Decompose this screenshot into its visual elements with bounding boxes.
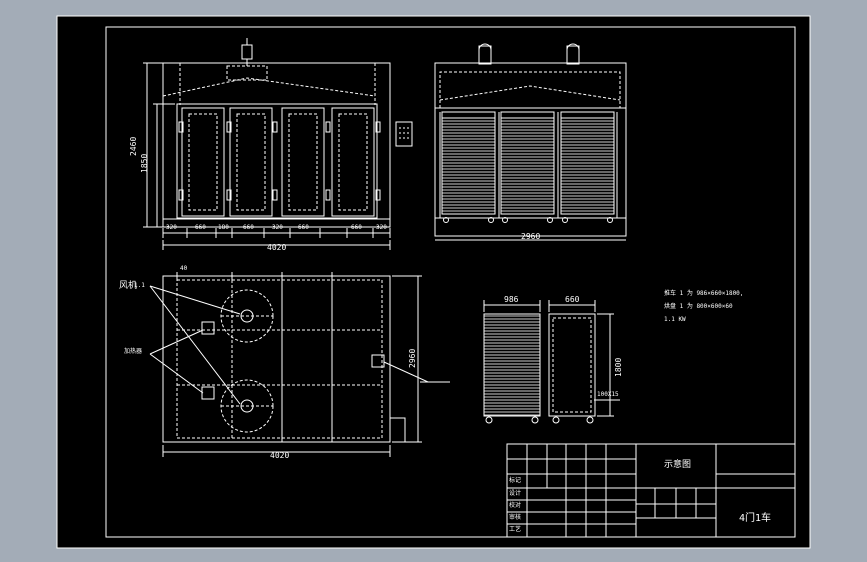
note-line-1: 推车 1 为 986×660×1800, — [664, 290, 744, 297]
drawing-border — [105, 26, 796, 538]
plan-depth-label: 2960 — [408, 348, 417, 368]
paper — [56, 15, 811, 549]
side-width-label: 2960 — [521, 232, 541, 241]
front-dim-7: 660 — [351, 224, 362, 231]
side-view — [434, 43, 627, 241]
tb-row-5: 工艺 — [509, 526, 522, 533]
front-dim-3: 180 — [218, 224, 229, 231]
tray-dim-label: 100X15 — [597, 391, 619, 398]
note-line-2: 烘盘 1 为 800×600×60 — [664, 303, 733, 310]
plan-fan-detail: 1.1 — [134, 282, 145, 289]
front-dim-4: 660 — [243, 224, 254, 231]
note-line-3: 1.1 KW — [664, 316, 686, 323]
tb-row-2: 设计 — [509, 490, 522, 497]
front-dim-5: 320 — [272, 224, 283, 231]
front-view — [143, 38, 413, 250]
drawing-name: 4门1车 — [739, 513, 772, 524]
plan-width-label: 4020 — [270, 451, 290, 460]
drawing-title: 示意图 — [664, 460, 692, 470]
front-total-width-label: 4020 — [267, 243, 287, 252]
tb-row-1: 标记 — [509, 477, 522, 484]
front-dim-1: 320 — [166, 224, 177, 231]
front-height-door-label: 1850 — [140, 153, 149, 173]
rack-width-label: 660 — [565, 295, 580, 304]
plan-view — [149, 272, 450, 457]
plan-heater-label: 加热器 — [124, 348, 143, 355]
cart-height-label: 1800 — [614, 357, 623, 377]
plan-fan-label: 风机 — [119, 281, 138, 291]
front-dim-8: 320 — [376, 224, 387, 231]
front-dim-6: 660 — [298, 224, 309, 231]
cart-width-label: 986 — [504, 295, 519, 304]
cart-views — [483, 300, 620, 424]
tb-row-4: 审核 — [509, 514, 522, 521]
front-height-total-label: 2460 — [129, 136, 138, 156]
plan-small-dim: 40 — [180, 265, 188, 272]
tb-row-3: 校对 — [509, 502, 522, 509]
title-block — [506, 443, 796, 538]
front-dim-2: 660 — [195, 224, 206, 231]
